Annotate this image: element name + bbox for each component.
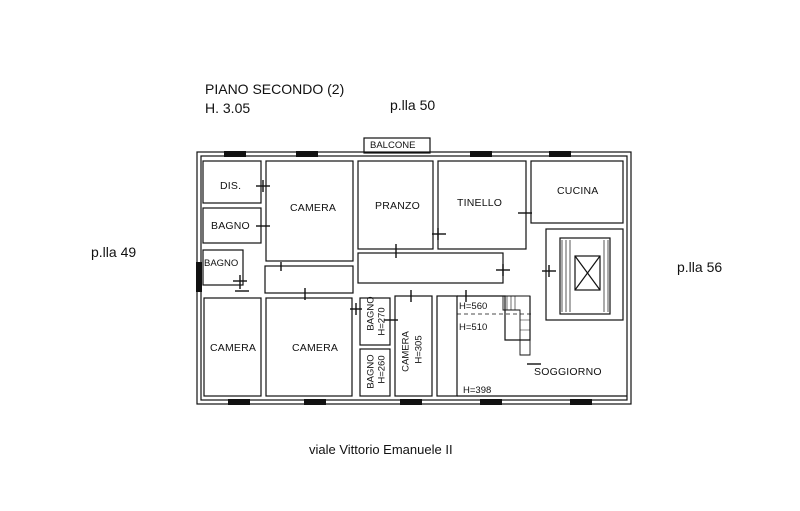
corridor-outline [357, 252, 504, 284]
elevator-box [574, 255, 601, 291]
room-bagno-1-label: BAGNO [211, 220, 250, 232]
room-cucina-outline [530, 160, 624, 224]
plan-height: H. 3.05 [205, 100, 251, 116]
room-bagno-2-outline [202, 249, 244, 286]
room-dis-label: DIS. [220, 180, 242, 192]
right-parcel-label: p.lla 56 [677, 259, 723, 275]
room-camera-v-outline [394, 295, 433, 397]
corridor-left-outline [264, 265, 354, 294]
room-bagno-v1-height: H=270 [376, 307, 388, 336]
room-cucina-label: CUCINA [557, 185, 599, 197]
soggiorno-stair [502, 295, 531, 356]
plan-title: PIANO SECONDO (2) [205, 81, 345, 97]
stairwell-inner [559, 237, 611, 315]
room-soggiorno-label: SOGGIORNO [534, 366, 602, 378]
stair-treads [561, 240, 609, 312]
room-bagno-v2-height: H=260 [376, 355, 388, 384]
room-tinello-label: TINELLO [457, 197, 503, 209]
left-parcel-label: p.lla 49 [91, 244, 137, 260]
room-camera-bm-outline [265, 297, 353, 397]
room-bagno-v1-outline [359, 297, 391, 346]
top-parcel-label: p.lla 50 [390, 97, 436, 113]
height-note-398: H=398 [463, 385, 492, 396]
height-note-510: H=510 [459, 322, 488, 333]
height-note-560: H=560 [459, 301, 488, 312]
soggiorno-stair-steps [506, 296, 530, 341]
room-tinello-outline [437, 160, 527, 250]
balcony-outline [363, 137, 431, 154]
room-bagno-v2-outline [359, 348, 391, 397]
window-marks [196, 151, 592, 405]
elevator-cross-b [574, 255, 601, 291]
dashed-zone-h560 [456, 313, 532, 396]
room-bagno-v1-label: BAGNO [365, 296, 377, 331]
stairwell-outline [545, 228, 624, 321]
room-camera-bl-label: CAMERA [210, 342, 257, 354]
street-label: viale Vittorio Emanuele II [309, 442, 453, 457]
room-camera-top-outline [265, 160, 354, 262]
room-camera-v-label: CAMERA [400, 331, 412, 372]
room-camera-v-height: H=305 [413, 335, 425, 364]
room-camera-bl-outline [203, 297, 262, 397]
door-marks [233, 180, 556, 365]
room-bagno-2-label: BAGNO [204, 258, 239, 269]
balcony-label: BALCONE [370, 140, 416, 151]
room-dis-outline [202, 160, 262, 204]
room-pranzo-label: PRANZO [375, 200, 420, 212]
room-bagno-v2-label: BAGNO [365, 354, 377, 389]
room-camera-bm-label: CAMERA [292, 342, 339, 354]
room-narrow-outline [436, 295, 458, 397]
room-camera-top-label: CAMERA [290, 202, 337, 214]
